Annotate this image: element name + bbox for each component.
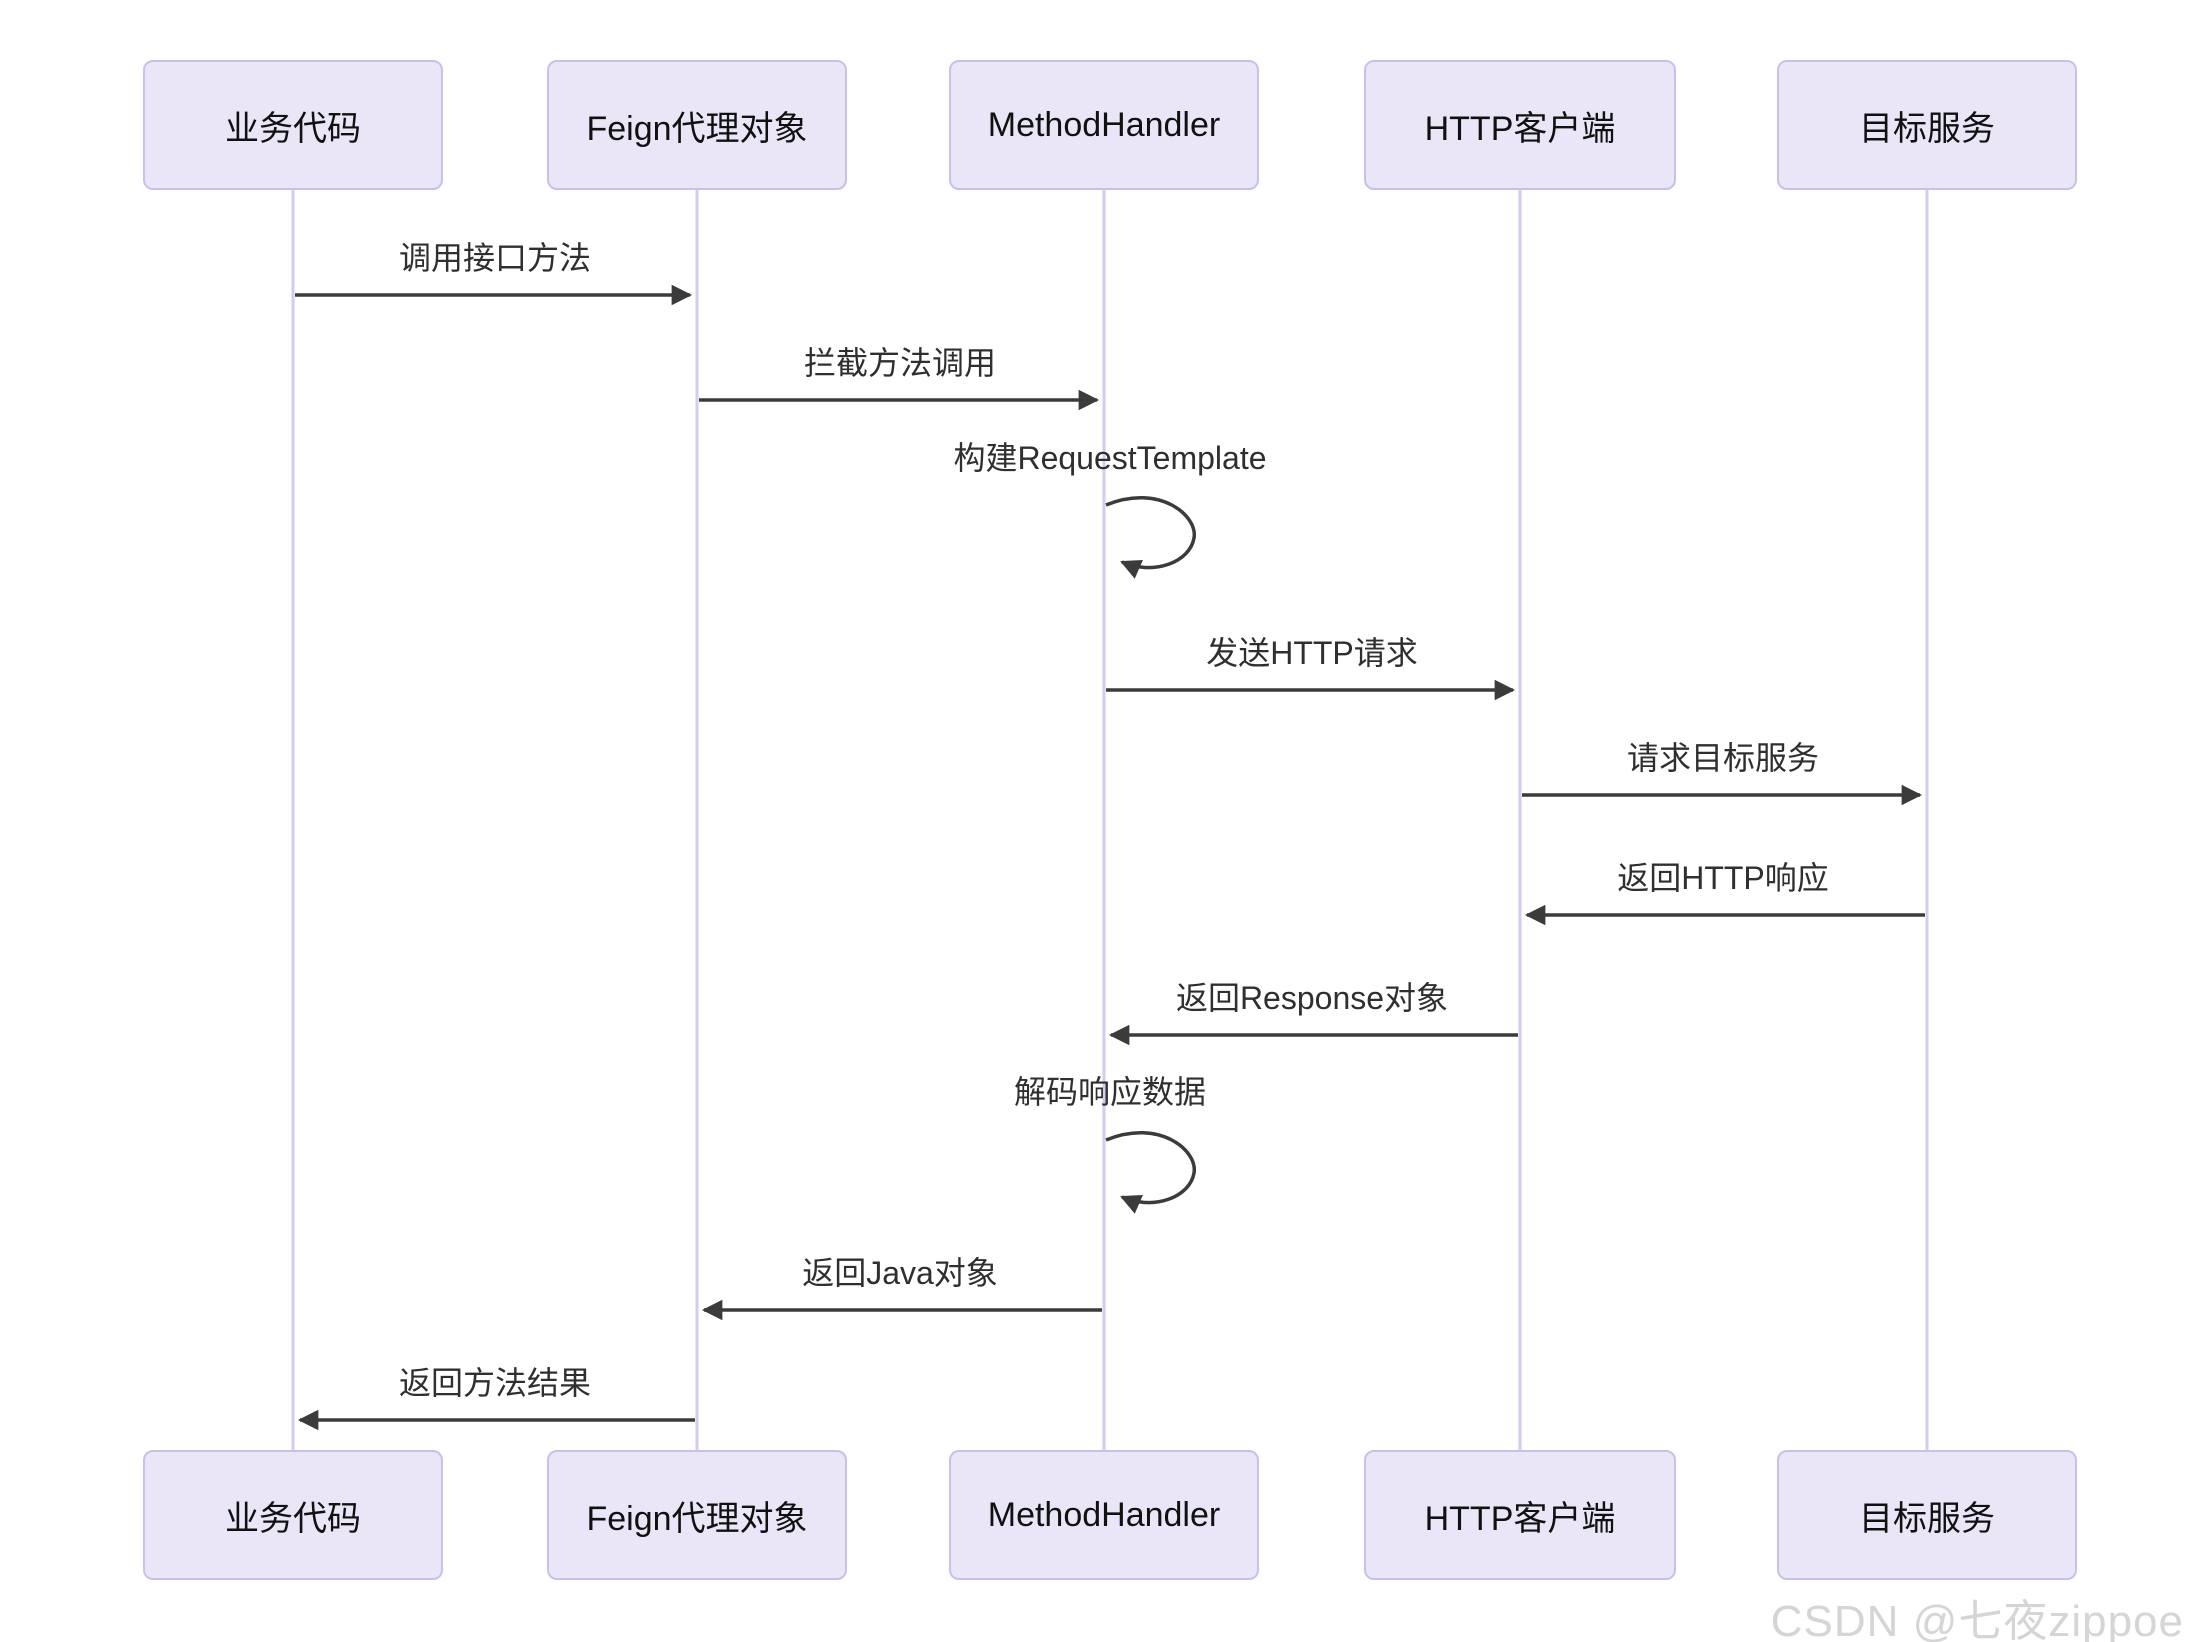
participant-label: 业务代码 [225,109,361,148]
participant-box-bottom-method-handler: MethodHandler [949,1450,1259,1580]
participant-label: Feign代理对象 [586,1499,808,1538]
participant-label: MethodHandler [987,105,1221,144]
self-loop-build-request-template [1105,496,1196,579]
message-label-return-response-object: 返回Response对象 [1175,980,1449,1016]
participant-label: 目标服务 [1859,1499,1995,1538]
participant-box-bottom-http-client: HTTP客户端 [1364,1450,1676,1580]
participant-box-bottom-feign-proxy: Feign代理对象 [547,1450,847,1580]
participant-box-top-business-code: 业务代码 [143,60,443,190]
message-label-intercept-method-call: 拦截方法调用 [803,345,997,381]
message-label-return-method-result: 返回方法结果 [398,1365,592,1401]
participant-label: 目标服务 [1859,109,1995,148]
message-label-return-http-response: 返回HTTP响应 [1617,860,1829,896]
message-label-decode-response-data: 解码响应数据 [1013,1074,1207,1110]
participant-box-bottom-target-service: 目标服务 [1777,1450,2077,1580]
participant-label: MethodHandler [987,1495,1221,1534]
participant-box-top-method-handler: MethodHandler [949,60,1259,190]
csdn-watermark: CSDN @七夜zippoe [1770,1597,2184,1642]
participant-box-top-http-client: HTTP客户端 [1364,60,1676,190]
participant-label: HTTP客户端 [1424,109,1616,148]
participant-box-top-target-service: 目标服务 [1777,60,2077,190]
message-label-build-request-template: 构建RequestTemplate [953,440,1267,476]
participant-label: HTTP客户端 [1424,1499,1616,1538]
participant-label: 业务代码 [225,1499,361,1538]
message-label-send-http-request: 发送HTTP请求 [1206,635,1418,671]
participant-box-top-feign-proxy: Feign代理对象 [547,60,847,190]
self-loop-decode-response-data [1105,1131,1196,1214]
message-label-call-interface-method: 调用接口方法 [398,240,592,276]
participant-label: Feign代理对象 [586,109,808,148]
message-label-request-target-service: 请求目标服务 [1626,740,1820,776]
participant-box-bottom-business-code: 业务代码 [143,1450,443,1580]
message-label-return-java-object: 返回Java对象 [802,1255,998,1291]
